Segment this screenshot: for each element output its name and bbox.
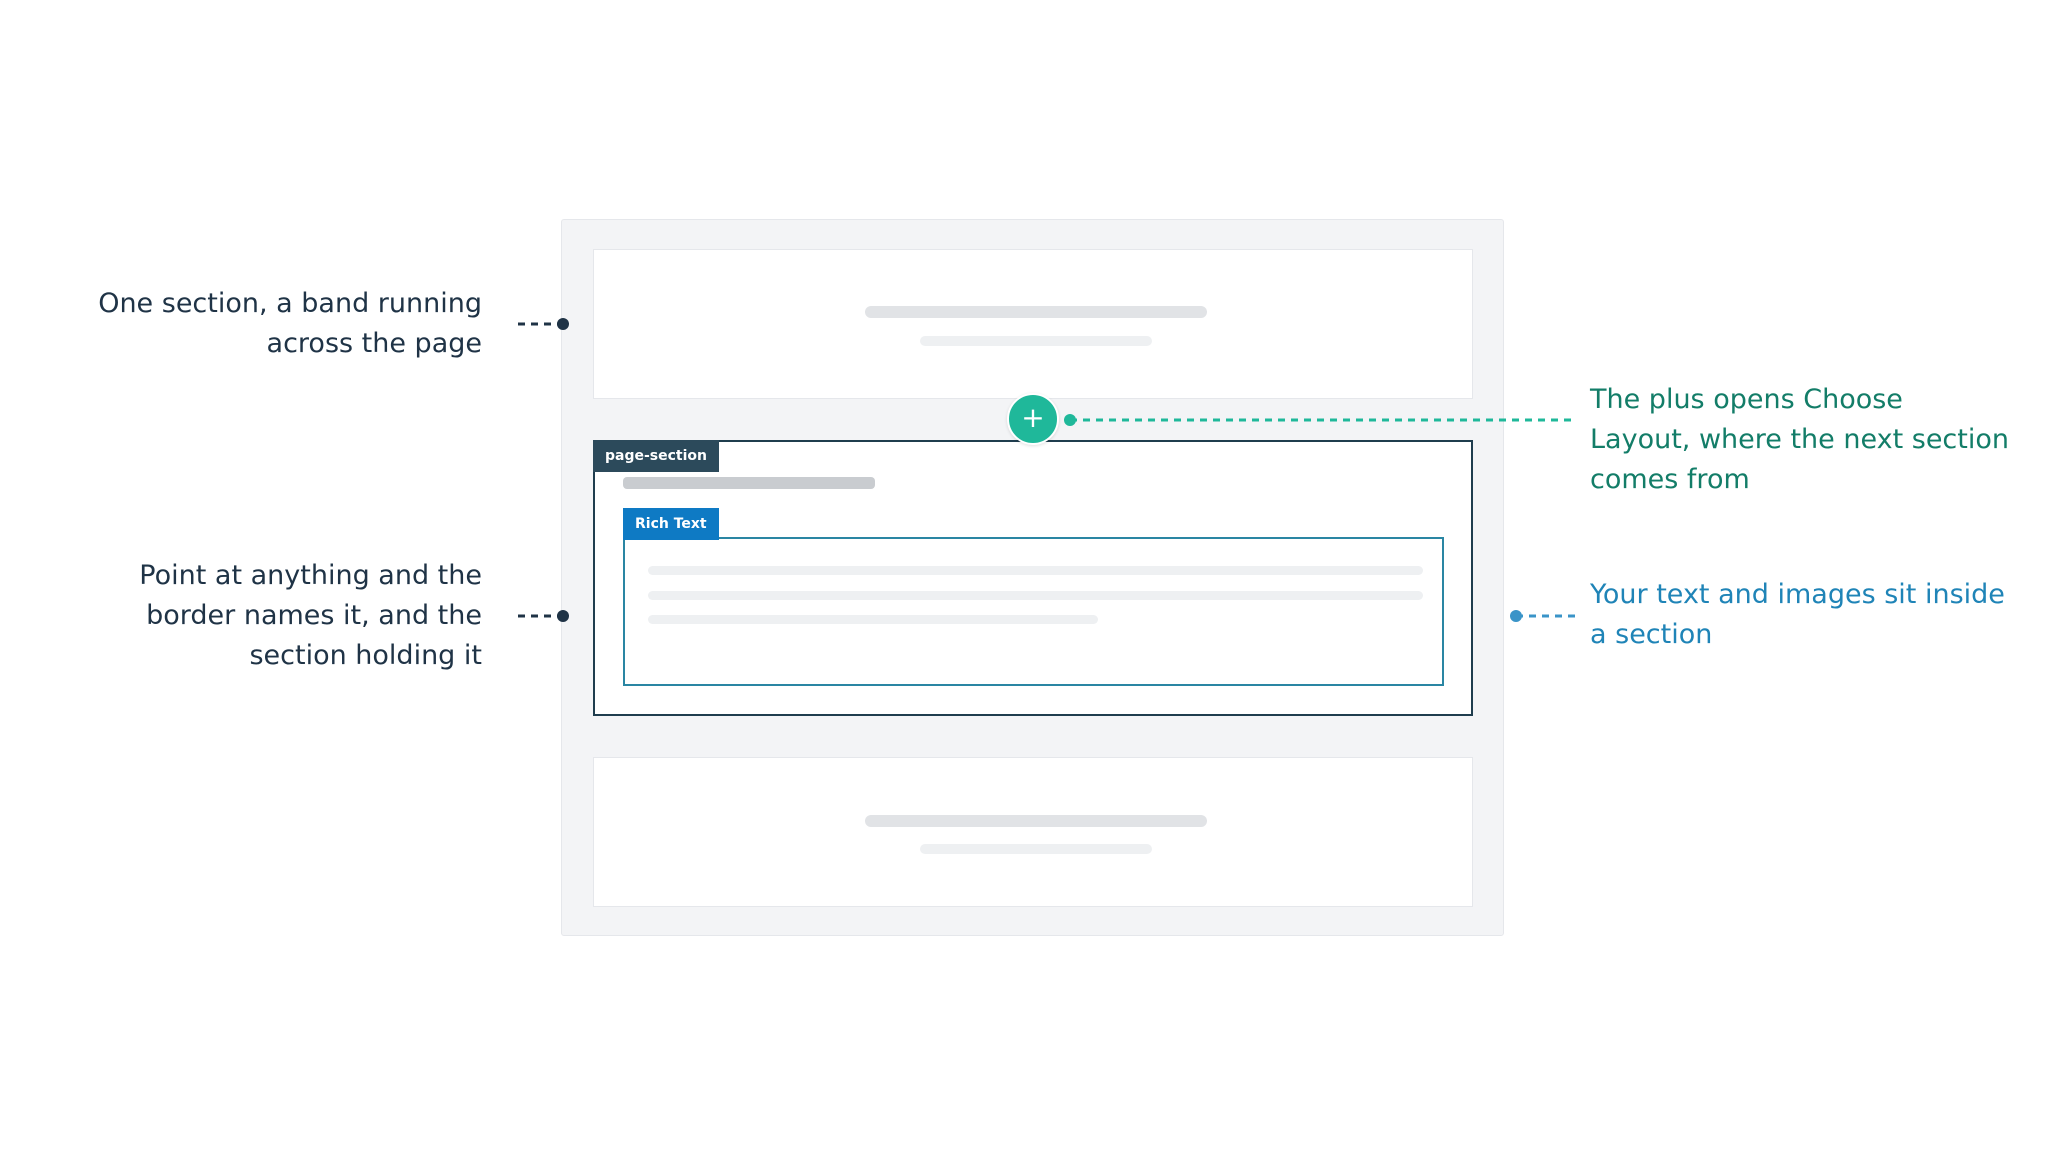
callout-plus: The plus opens Choose Layout, where the … (1590, 384, 2009, 495)
text-line (648, 615, 1098, 624)
placeholder-heading (865, 306, 1207, 318)
section-top[interactable] (593, 249, 1473, 399)
callout-content: Your text and images sit inside a sectio… (1590, 579, 2005, 650)
rich-text-block[interactable] (623, 537, 1444, 686)
leader-dot-plus (1064, 414, 1076, 426)
section-bottom[interactable] (593, 757, 1473, 907)
add-section-button[interactable]: + (1007, 393, 1059, 445)
leader-dot-section (557, 318, 569, 330)
placeholder-subline (920, 844, 1152, 854)
text-line (648, 591, 1423, 600)
leader-dot-content (1510, 610, 1522, 622)
placeholder-heading (865, 815, 1207, 827)
section-name-tag: page-section (593, 440, 719, 472)
rich-text-tag: Rich Text (623, 508, 719, 540)
section-title-placeholder (623, 477, 875, 489)
callout-hover: Point at anything and the border names i… (139, 560, 482, 671)
text-line (648, 566, 1423, 575)
placeholder-subline (920, 336, 1152, 346)
callout-section: One section, a band running across the p… (98, 288, 482, 359)
leader-dot-hover (557, 610, 569, 622)
